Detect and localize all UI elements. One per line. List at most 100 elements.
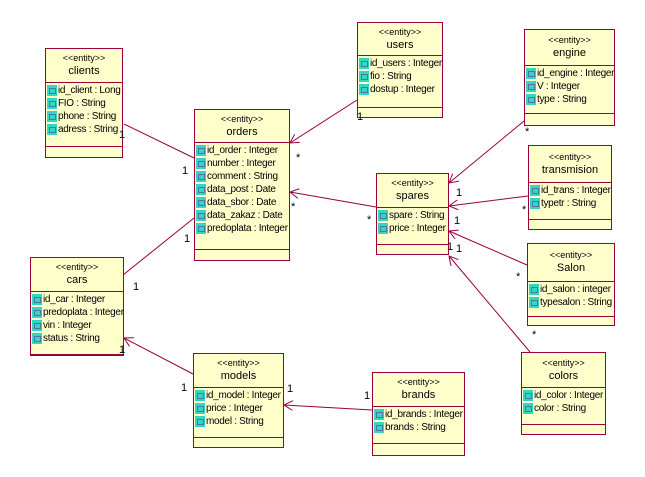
attribute-text: typetr : String — [541, 198, 596, 209]
attribute-icon — [529, 284, 539, 295]
attribute[interactable]: phone : String — [46, 110, 122, 123]
attribute[interactable]: spare : String — [377, 209, 448, 222]
attribute[interactable]: price : Integer — [377, 222, 448, 235]
attribute[interactable]: id_order : Integer — [195, 144, 289, 157]
operations-compartment — [373, 444, 464, 455]
attribute-text: id_model : Integer — [206, 390, 281, 401]
attribute-text: id_color : Integer — [534, 390, 604, 401]
attribute-text: fio : String — [370, 71, 412, 82]
attribute[interactable]: adress : String — [46, 123, 122, 136]
attribute-text: phone : String — [58, 111, 117, 122]
attribute[interactable]: predoplata : Integer — [195, 222, 289, 235]
entity-header: <<entity>> cars — [31, 258, 123, 292]
multiplicity: * — [291, 201, 296, 213]
attribute[interactable]: data_sbor : Date — [195, 196, 289, 209]
attribute-icon — [530, 185, 540, 196]
attribute-icon — [195, 416, 205, 427]
operations-compartment — [194, 438, 283, 447]
attribute[interactable]: data_zakaz : Date — [195, 209, 289, 222]
attribute[interactable]: comment : String — [195, 170, 289, 183]
attribute[interactable]: typesalon : String — [528, 296, 614, 309]
entity-header: <<entity>> engine — [525, 30, 614, 66]
attribute[interactable]: id_engine : Integer — [525, 67, 614, 80]
attribute-icon — [523, 390, 533, 401]
attribute[interactable]: predoplata : Integer — [31, 306, 124, 319]
attribute[interactable]: status : String — [31, 332, 123, 345]
attribute[interactable]: vin : Integer — [31, 319, 123, 332]
multiplicity: * — [367, 214, 372, 226]
attribute-icon — [196, 210, 206, 221]
attribute[interactable]: id_brands : Integer — [373, 408, 464, 421]
attribute[interactable]: typetr : String — [529, 197, 611, 210]
attribute-text: number : Integer — [207, 158, 276, 169]
attribute-text: price : Integer — [389, 223, 446, 234]
stereotype-label: <<entity>> — [62, 53, 106, 63]
attribute-text: vin : Integer — [43, 319, 92, 331]
attribute-icon — [374, 422, 384, 433]
attribute-icon — [32, 332, 42, 344]
attribute[interactable]: fio : String — [358, 70, 442, 83]
attribute-icon — [526, 81, 536, 92]
attribute[interactable]: color : String — [522, 402, 605, 415]
attribute-text: dostup : Integer — [370, 84, 435, 95]
attribute[interactable]: type : String — [525, 93, 614, 106]
attribute[interactable]: V : Integer — [525, 80, 614, 93]
link-brands-models — [284, 405, 373, 410]
attribute[interactable]: price : Integer — [194, 402, 283, 415]
stereotype-label: <<entity>> — [549, 250, 593, 260]
attribute[interactable]: FIO : String — [46, 97, 122, 110]
multiplicity: 1 — [454, 215, 461, 227]
attribute-icon — [195, 403, 205, 414]
operations-compartment — [358, 108, 442, 117]
stereotype-label: <<entity>> — [548, 35, 591, 45]
stereotype-label: <<entity>> — [548, 151, 592, 162]
attribute-icon — [378, 223, 388, 234]
stereotype-label: <<entity>> — [378, 26, 422, 37]
attribute[interactable]: id_car : Integer — [31, 293, 123, 306]
multiplicity: 1 — [357, 111, 364, 123]
attribute[interactable]: id_trans : Integer — [529, 184, 611, 197]
entity-header: <<entity>> models — [194, 354, 283, 388]
entity-header: <<entity>> spares — [377, 174, 448, 208]
link-colors-spares — [449, 256, 531, 353]
attribute-icon — [523, 403, 533, 414]
attribute[interactable]: id_salon : integer — [528, 283, 614, 296]
attribute-text: predoplata : Integer — [43, 306, 124, 318]
entity-transmision[interactable]: <<entity>> transmision id_trans : Intege… — [528, 145, 612, 230]
attribute-text: id_users : Integer — [370, 58, 442, 69]
link-clients-orders — [123, 123, 195, 159]
attribute[interactable]: id_client : Long — [46, 84, 122, 97]
attribute[interactable]: brands : String — [373, 421, 464, 434]
link-engine-spares — [449, 120, 525, 183]
attribute[interactable]: number : Integer — [195, 157, 289, 170]
entity-name: clients — [68, 65, 100, 77]
attribute-text: model : String — [206, 416, 264, 427]
attribute-text: data_post : Date — [207, 184, 276, 195]
attribute[interactable]: id_model : Integer — [194, 389, 283, 402]
attribute-icon — [32, 293, 42, 305]
attribute[interactable]: model : String — [194, 415, 283, 428]
multiplicity: * — [525, 126, 530, 138]
attribute[interactable]: id_color : Integer — [522, 389, 605, 402]
attribute[interactable]: data_post : Date — [195, 183, 289, 196]
attribute[interactable]: dostup : Integer — [358, 83, 442, 96]
attribute-text: id_client : Long — [58, 85, 121, 96]
attribute[interactable]: id_users : Integer — [358, 57, 442, 70]
